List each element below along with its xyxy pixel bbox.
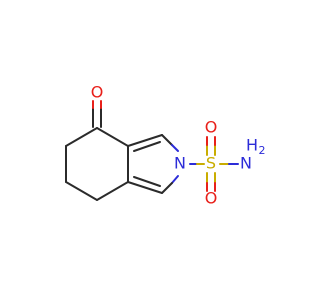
bond-n2-c1-blue	[171, 175, 179, 184]
ring-nitrogen-label: N	[174, 154, 186, 173]
bond-c6-c7	[65, 181, 98, 201]
amine-hydrogen-label: H	[246, 136, 258, 155]
bond-c3-n2	[161, 134, 173, 146]
sulfonyl-oxygen-top-label: O	[205, 118, 218, 137]
structure-diagram: O N S O O N H 2	[65, 83, 266, 208]
bond-c3-n2-blue	[171, 144, 179, 152]
sulfur-label: S	[206, 154, 216, 173]
ketone-oxygen-label: O	[91, 83, 104, 102]
bond-c1-c7a-inner	[133, 176, 161, 187]
bond-c7-c7a	[96, 181, 129, 201]
amine-nitrogen-label: N	[240, 154, 252, 173]
bond-c3a-c3-inner	[133, 141, 161, 152]
bond-c1-c7a	[127, 181, 163, 194]
molecule-canvas: O N S O O N H 2	[65, 83, 266, 208]
bond-c3a-c3	[127, 134, 163, 147]
amine-hydrogen-subscript: 2	[259, 144, 266, 157]
bond-c4-c5	[65, 127, 98, 147]
bond-n2-c1	[161, 182, 173, 194]
bond-c3a-c4	[96, 127, 129, 147]
sulfonyl-oxygen-bottom-label: O	[205, 189, 218, 208]
